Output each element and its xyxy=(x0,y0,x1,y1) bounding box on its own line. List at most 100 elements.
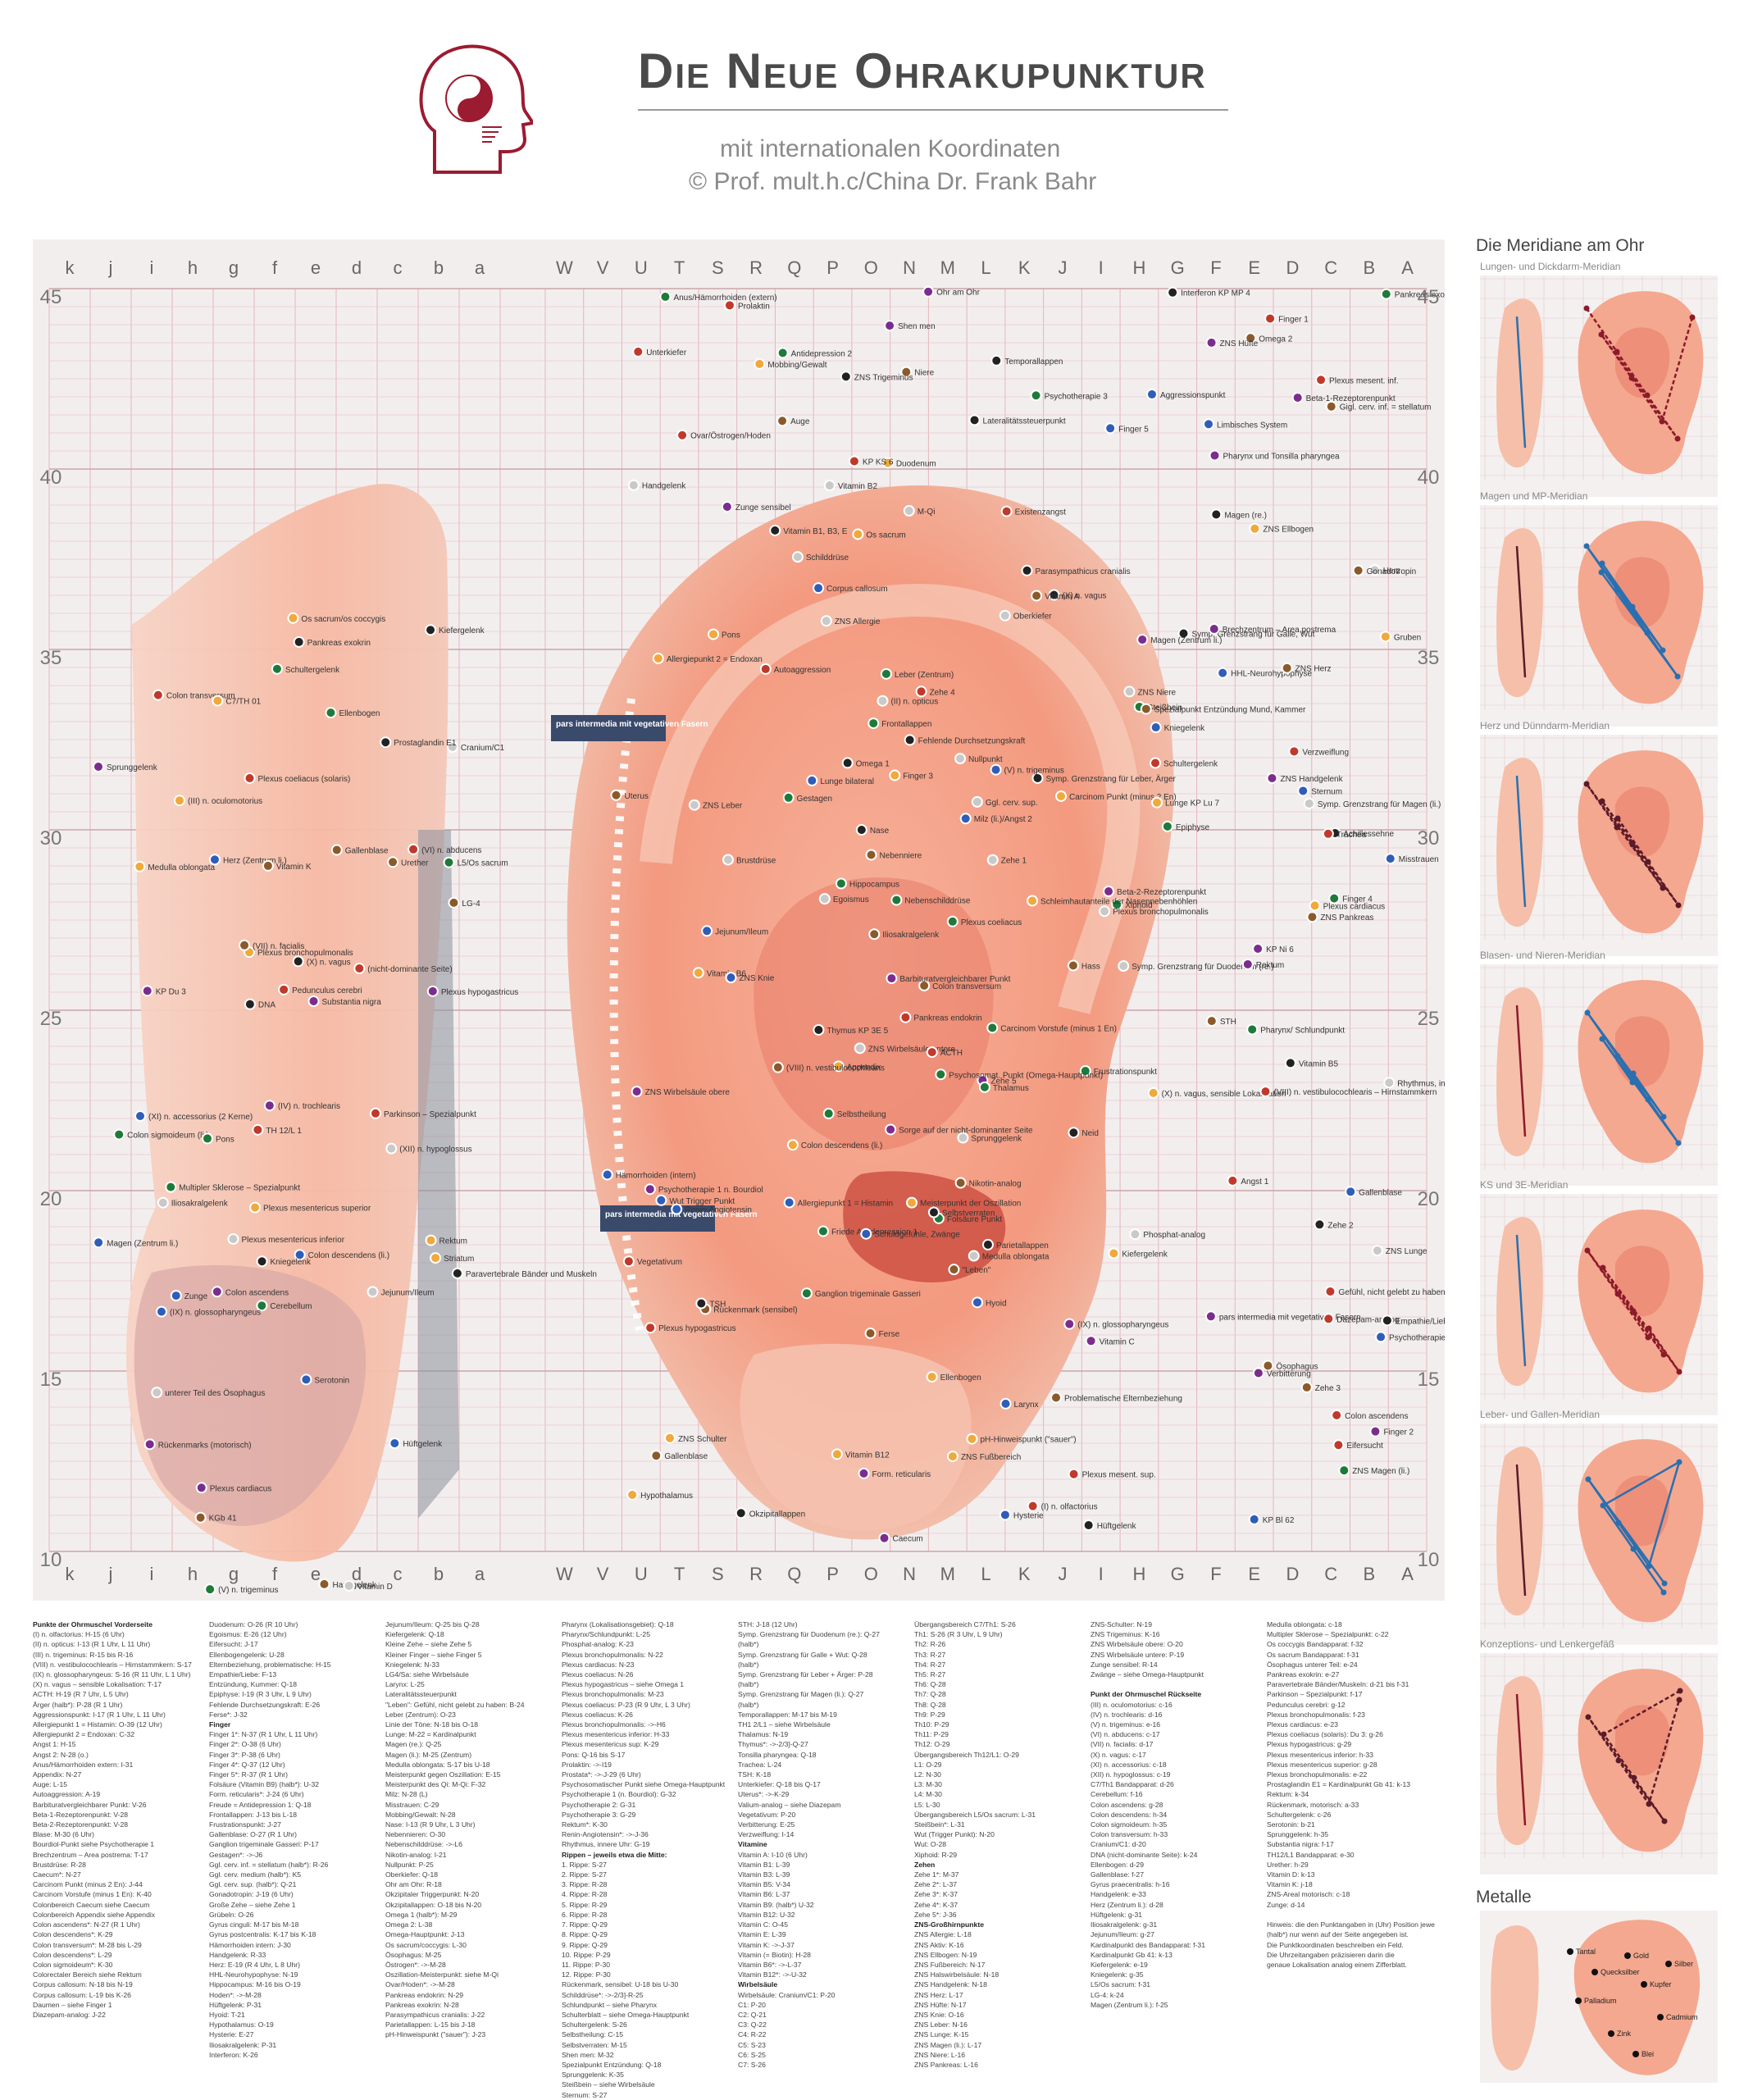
column-label: j xyxy=(108,1564,113,1584)
legend-entry: Ohr am Ohr: R-18 xyxy=(385,1880,442,1889)
point-label: Nikotin-analog xyxy=(969,1180,1022,1189)
legend-column: Punkte der Ohrmuschel Vorderseite(I) n. … xyxy=(33,1619,201,2020)
legend-entry: Os sacrum/coccygis: L-30 xyxy=(385,1940,467,1949)
column-label: E xyxy=(1248,257,1260,278)
legend-entry: ZNS Hüfte: N-17 xyxy=(914,2000,967,2009)
point-label: (IX) n. glossopharyngeus xyxy=(170,1309,261,1318)
point-label: Thalamus xyxy=(993,1084,1029,1093)
legend-entry: ZNS-Areal motorisch: c-18 xyxy=(1267,1890,1350,1899)
point-marker xyxy=(1085,1335,1097,1347)
point-label: Niere xyxy=(914,369,934,378)
point-label: Frustrationspunkt xyxy=(1094,1068,1157,1077)
motor-cord-band xyxy=(418,830,459,1519)
point-marker xyxy=(1118,960,1130,973)
point-label: Iliosakralgelenk xyxy=(171,1200,229,1209)
point-marker xyxy=(959,813,972,825)
legend-entry: Vitamin B6*: ->-L-37 xyxy=(738,1960,802,1969)
point-label: Ovar/Östrogen/Hoden xyxy=(690,431,771,441)
point-label: Neid xyxy=(1081,1129,1099,1138)
point-marker xyxy=(173,795,185,807)
legend-entry: Zwänge – siehe Omega-Hauptpunkt xyxy=(1091,1670,1204,1679)
column-label: j xyxy=(108,257,113,278)
legend-entry: Die Punktkoordinaten beschreiben ein Fel… xyxy=(1267,1940,1404,1949)
column-label: C xyxy=(1324,257,1337,278)
legend-entry: Vitamin B5: V-34 xyxy=(738,1880,790,1889)
column-label: K xyxy=(1018,1564,1031,1584)
point-label: Jejunum/Ileum xyxy=(381,1288,435,1297)
column-label: Q xyxy=(787,1564,801,1584)
legend-entry: Schulterblatt – siehe Omega-Hauptpunkt xyxy=(562,2010,690,2019)
point-marker xyxy=(1288,745,1300,758)
legend-entry: Larynx: L-25 xyxy=(385,1680,425,1689)
legend-entry: Zehe 5*: J-36 xyxy=(914,1910,957,1919)
point-label: Colon descendens (li.) xyxy=(801,1141,882,1150)
point-marker xyxy=(1291,391,1304,403)
point-marker xyxy=(1369,1425,1382,1437)
point-label: Kiefergelenk xyxy=(1122,1250,1168,1260)
legend-entry: ZNS Aktiv: K-16 xyxy=(914,1940,964,1949)
point-marker xyxy=(1300,1381,1313,1393)
meridian-panel xyxy=(1480,1653,1718,1875)
point-marker xyxy=(1145,388,1158,400)
legend-entry: Parasympathicus cranialis: J-22 xyxy=(385,2010,485,2019)
point-marker xyxy=(1338,1465,1350,1477)
point-label: Colon ascendens xyxy=(1345,1412,1408,1421)
point-label: Selbstheilung xyxy=(837,1110,886,1119)
point-marker xyxy=(294,1249,306,1261)
point-marker xyxy=(93,1237,105,1249)
point-marker xyxy=(935,1068,947,1081)
legend-entry: Colon ascendens: g-28 xyxy=(1091,1800,1163,1809)
column-label: b xyxy=(434,257,444,278)
legend-entry: Form. reticularis*: J-24 (6 Uhr) xyxy=(209,1790,304,1799)
legend-entry: Daumen – siehe Finger 1 xyxy=(33,2000,112,2009)
legend-entry: Carcinom Vorstufe (minus 1 En): K-40 xyxy=(33,1890,152,1899)
point-marker xyxy=(817,1225,829,1237)
legend-entry: Th2: R-26 xyxy=(914,1640,946,1649)
point-label: Schuldgefühle, Zwänge xyxy=(874,1231,960,1240)
legend-entry: LG4/Sa: siehe Wirbelsäule xyxy=(385,1670,469,1679)
legend-entry: Finger 2*: O-38 (6 Uhr) xyxy=(209,1740,281,1749)
legend-entry: Fehlende Durchsetzungskraft: E-26 xyxy=(209,1700,321,1709)
legend-entry: ZNS Wirbelsäule obere: O-20 xyxy=(1091,1640,1183,1649)
legend-entry: Medulla oblongata: c-18 xyxy=(1267,1620,1342,1629)
point-marker xyxy=(735,1507,747,1519)
legend-entry: Plexus mesentericus inferior: H-33 xyxy=(562,1730,670,1739)
legend-entry: Plexus bronchopulmonalis: f-23 xyxy=(1267,1710,1365,1719)
point-marker xyxy=(840,371,852,383)
point-label: Zunge xyxy=(184,1292,208,1301)
point-label: Parkinson – Spezialpunkt xyxy=(384,1110,476,1119)
point-marker xyxy=(848,455,860,467)
point-label: Multipler Sklerose – Spezialpunkt xyxy=(179,1184,300,1193)
legend-entry: Nullpunkt: P-25 xyxy=(385,1860,434,1869)
legend-entry: Schultergelenk: c-26 xyxy=(1267,1810,1332,1819)
point-marker xyxy=(1108,1247,1120,1260)
legend-entry: Pankreas exokrin: e-27 xyxy=(1267,1670,1340,1679)
point-marker xyxy=(1027,895,1039,907)
point-marker xyxy=(1111,899,1123,911)
legend-column: Duodenum: O-26 (R 10 Uhr)Egoismus: E-26 … xyxy=(209,1619,377,2060)
legend-entry: ZNS Pankreas: L-16 xyxy=(914,2060,978,2069)
metal-point xyxy=(1665,1961,1672,1967)
point-label: unterer Teil des Ösophagus xyxy=(165,1388,265,1398)
point-marker xyxy=(1021,564,1033,576)
legend-entry: ZNS-Schulter: N-19 xyxy=(1091,1620,1152,1629)
column-label: c xyxy=(394,257,403,278)
legend-entry: ZNS Wirbelsäule untere: P-19 xyxy=(1091,1650,1185,1659)
point-marker xyxy=(671,1203,683,1215)
legend-entry: 12. Rippe: P-30 xyxy=(562,1970,611,1979)
legend-entry: 9. Rippe: Q-29 xyxy=(562,1940,608,1949)
point-label: Plexus hypogastricus xyxy=(441,988,519,997)
legend-entry: Vitamin (= Biotin): H-28 xyxy=(738,1950,811,1959)
point-marker xyxy=(380,736,392,749)
point-label: Ellenbogen xyxy=(339,709,380,718)
head-silhouette-icon xyxy=(419,44,536,174)
point-label: Vitamin B12 xyxy=(845,1451,890,1460)
point-label: Pankreas endokrin xyxy=(913,1014,981,1023)
point-label: Trachea xyxy=(1336,831,1367,840)
column-label: M xyxy=(940,1564,955,1584)
point-marker xyxy=(1129,1228,1141,1241)
point-label: Larynx xyxy=(1014,1401,1039,1410)
point-label: Dazepam-analog xyxy=(1336,1315,1399,1324)
point-marker xyxy=(725,972,737,984)
